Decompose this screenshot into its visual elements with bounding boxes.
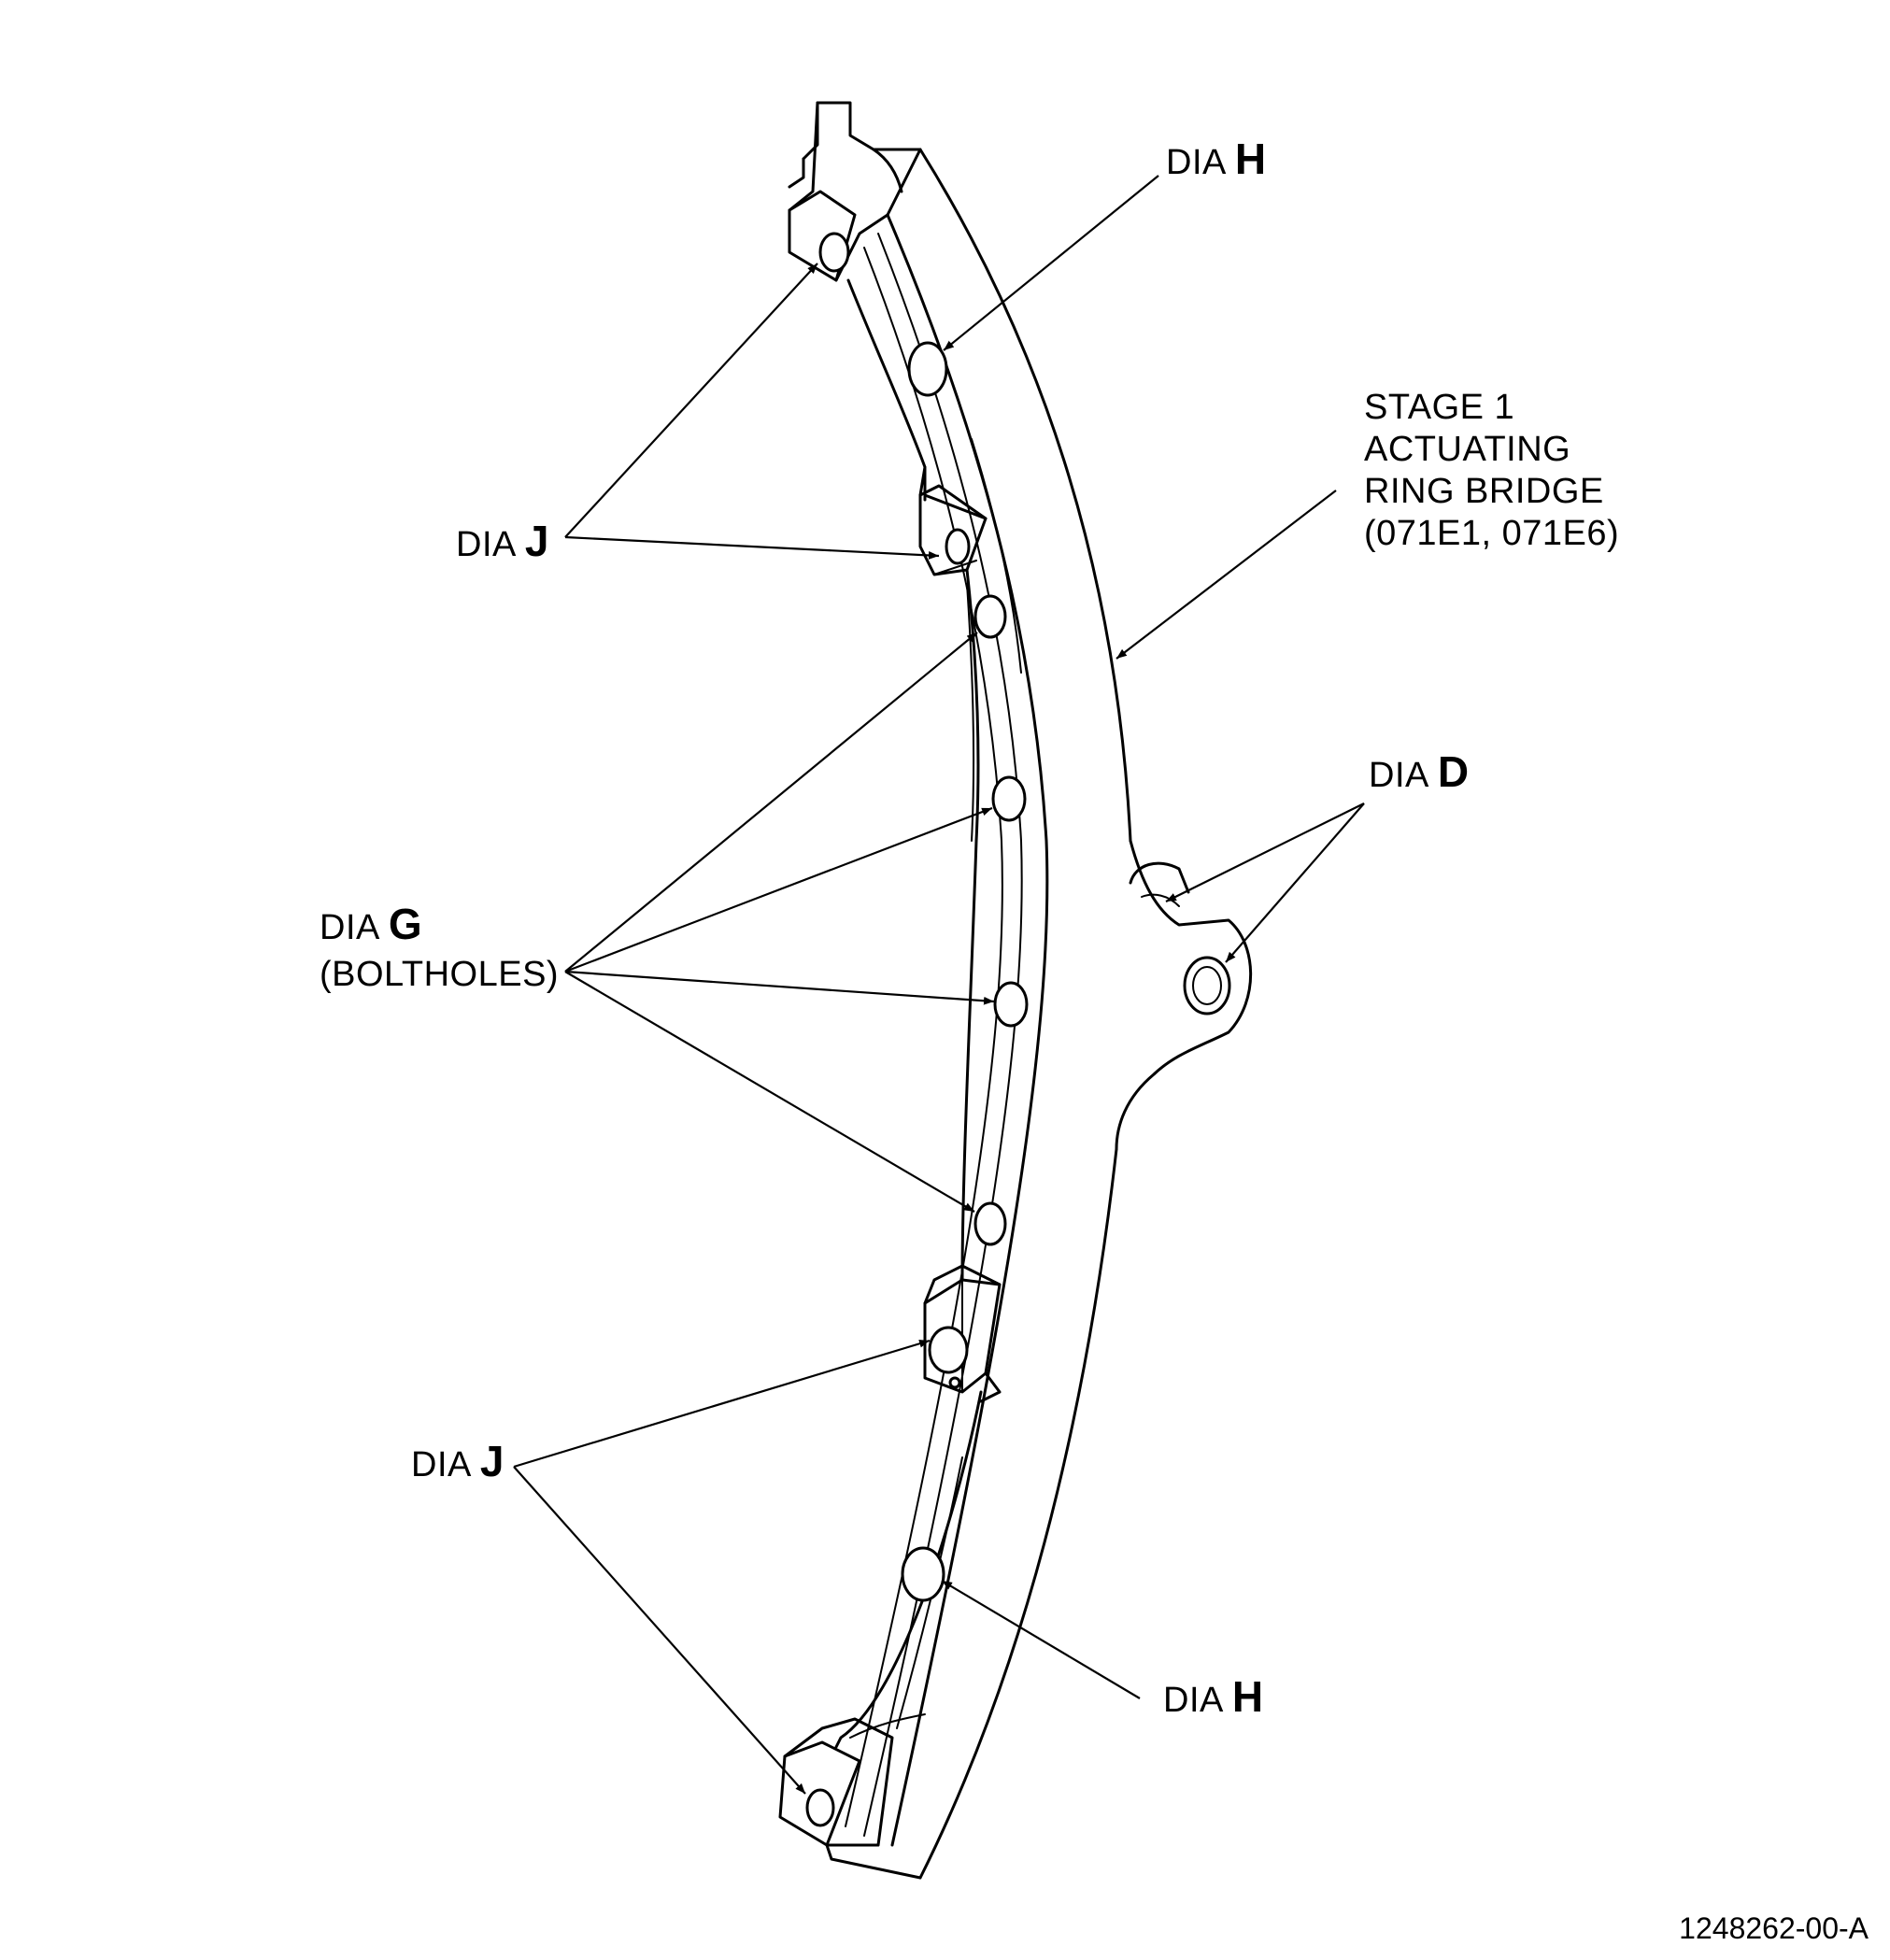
label-stage-1-actuating-ring-bridge: STAGE 1 ACTUATING RING BRIDGE (071E1, 07… <box>1364 388 1619 553</box>
svg-text:(071E1, 071E6): (071E1, 071E6) <box>1364 514 1619 553</box>
hole-j-upper-mid <box>945 528 971 565</box>
bolthole-3 <box>993 981 1029 1028</box>
small-pin-hole <box>948 1376 961 1389</box>
bolthole-1 <box>973 594 1007 639</box>
actuating-ring-bridge-part <box>778 101 1253 1880</box>
label-dia-j-upper: DIA J <box>456 517 549 565</box>
hole-j-lower-mid <box>928 1326 969 1374</box>
hole-j-bottom <box>805 1788 835 1827</box>
svg-text:ACTUATING: ACTUATING <box>1364 430 1570 469</box>
label-dia-g-boltholes: DIA G (BOLTHOLES) <box>320 900 559 994</box>
leader-lines <box>513 175 1365 1795</box>
label-dia-d: DIA D <box>1369 747 1470 796</box>
hole-h-bottom <box>901 1546 945 1602</box>
hole-h-top <box>907 341 948 397</box>
figure-id: 1248262-00-A <box>1679 1911 1869 1945</box>
hole-j-top <box>818 232 850 273</box>
bolthole-4 <box>973 1201 1007 1246</box>
svg-text:RING BRIDGE: RING BRIDGE <box>1364 472 1604 511</box>
hole-d-lug <box>1183 956 1231 1016</box>
svg-text:DIA G: DIA G <box>320 900 422 948</box>
svg-text:STAGE 1: STAGE 1 <box>1364 388 1514 427</box>
label-dia-j-lower: DIA J <box>411 1437 504 1485</box>
bolthole-2 <box>991 775 1027 822</box>
label-dia-h-bottom: DIA H <box>1163 1672 1264 1721</box>
svg-text:(BOLTHOLES): (BOLTHOLES) <box>320 955 559 994</box>
label-dia-h-top: DIA H <box>1166 135 1267 183</box>
